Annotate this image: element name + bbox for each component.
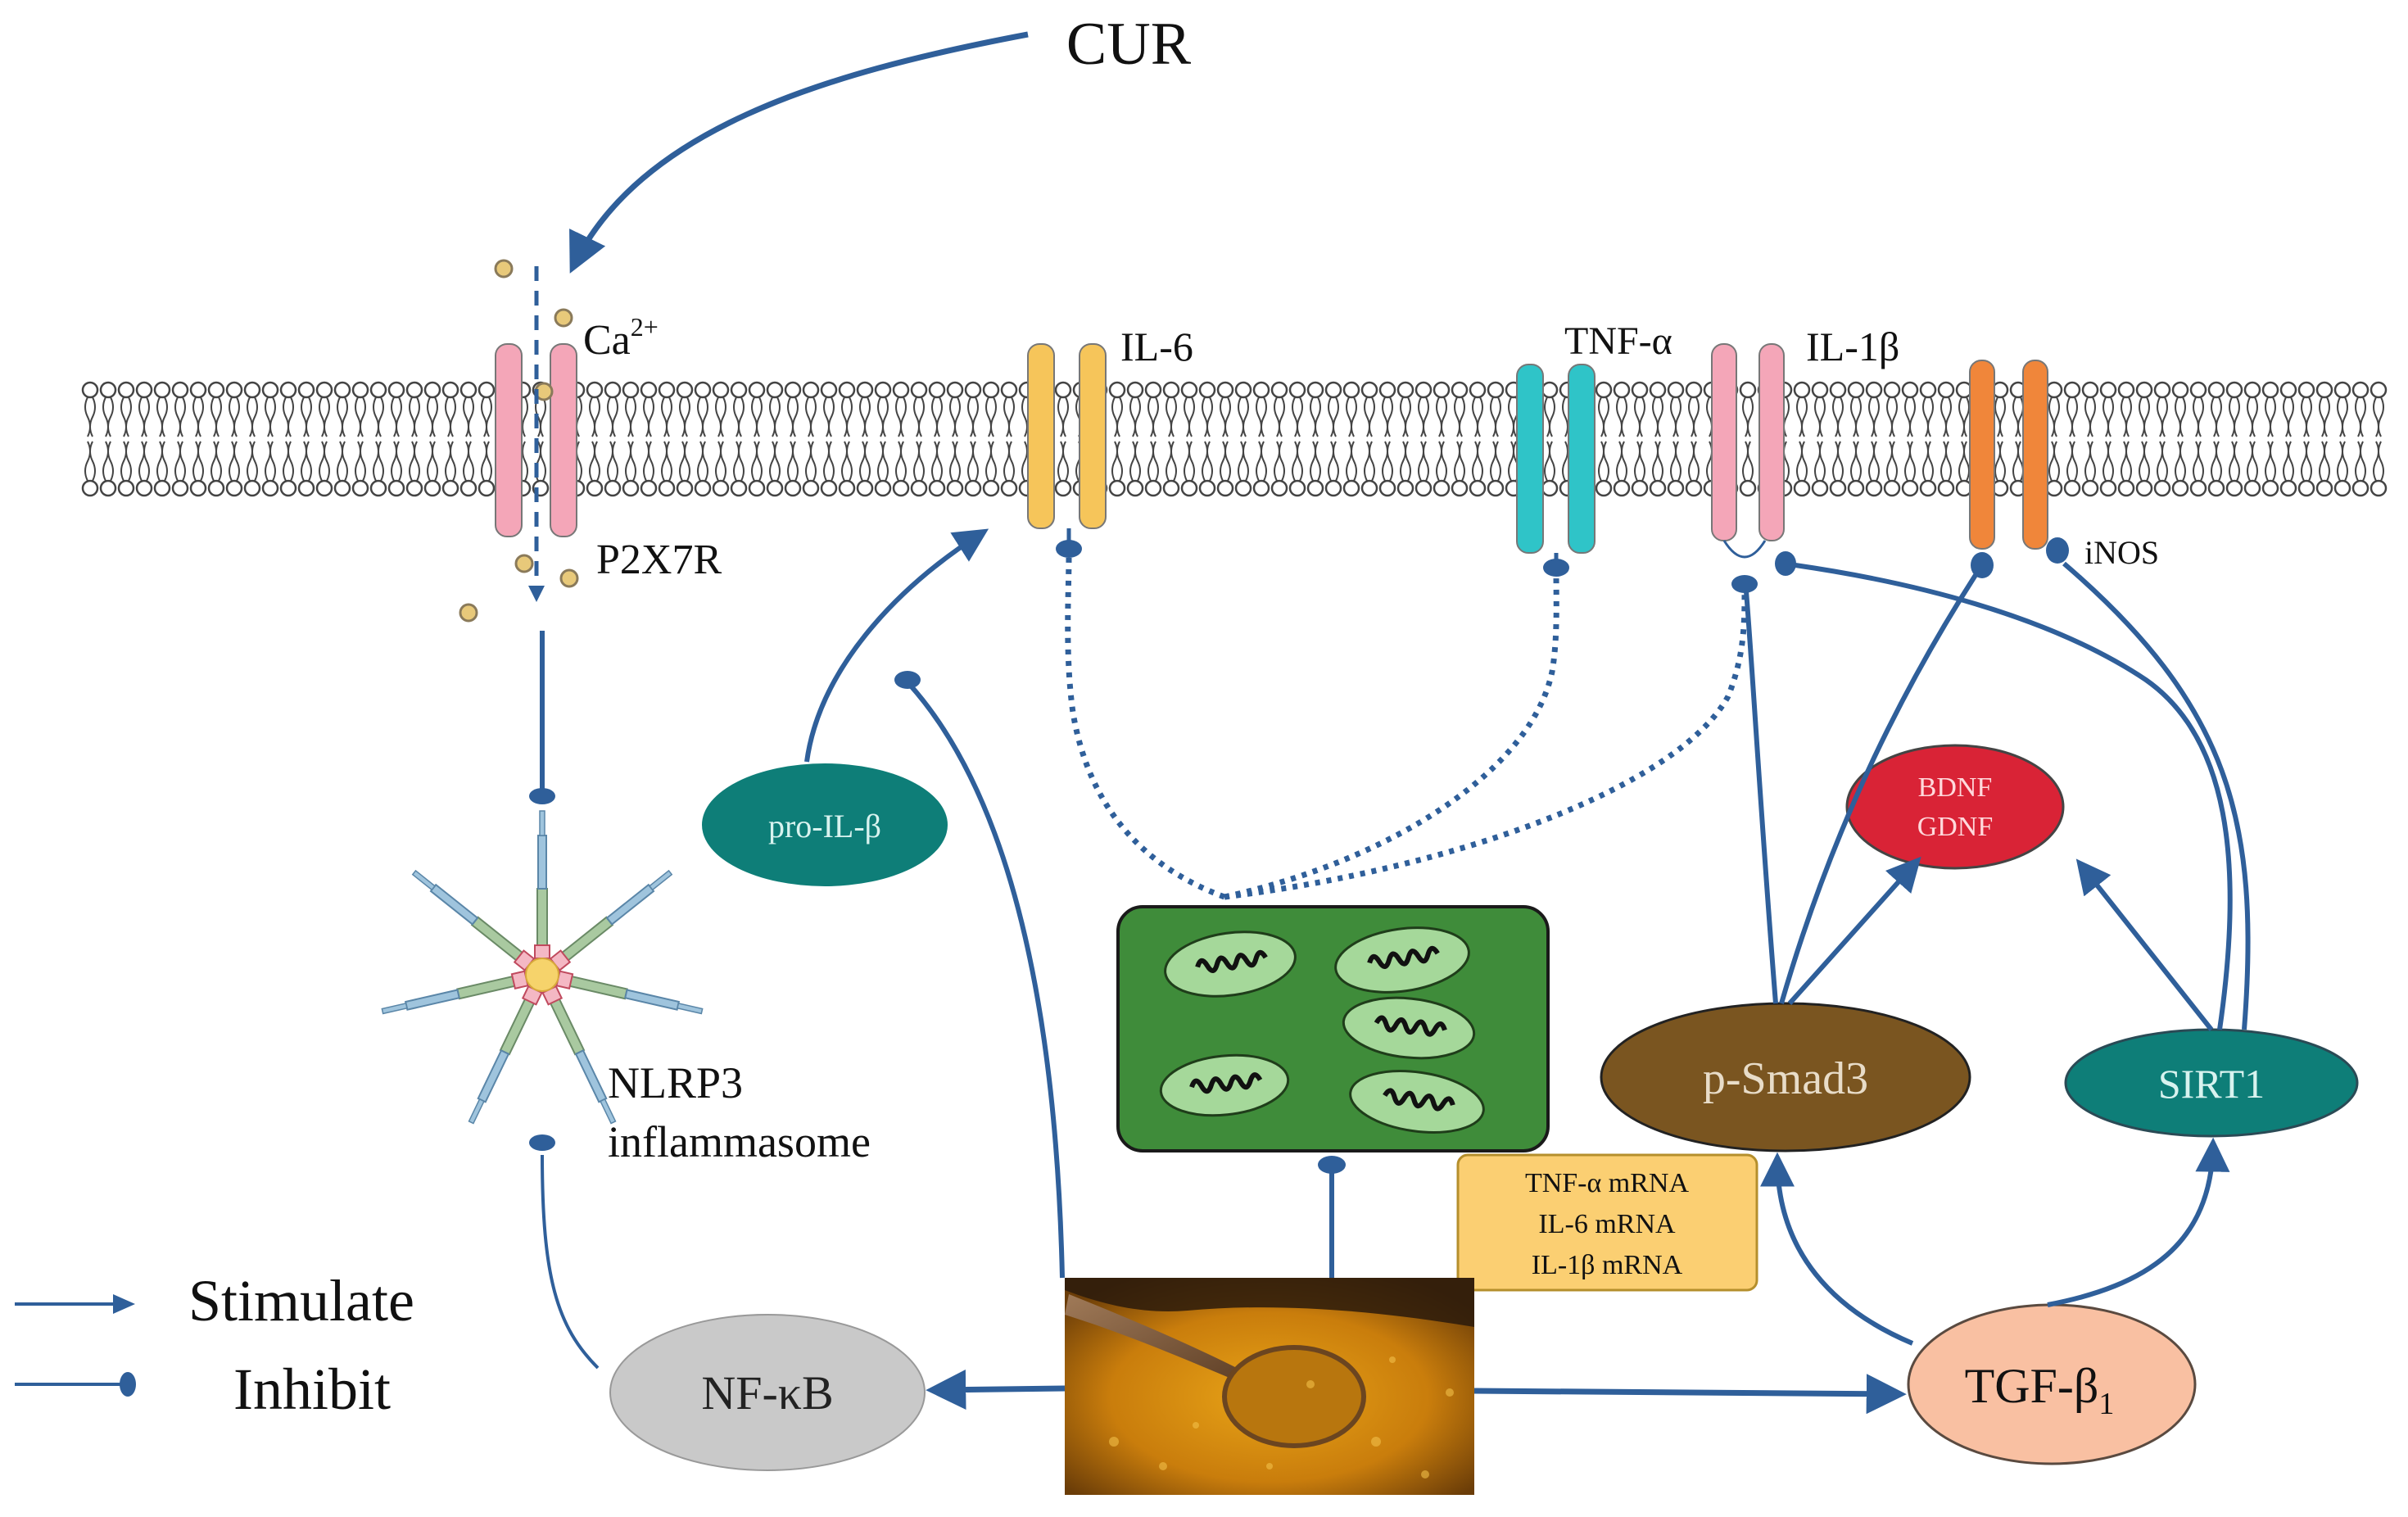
curcumin-to-nfkb-arrow xyxy=(926,1370,1066,1411)
stimulate-legend-arrow xyxy=(113,1294,135,1314)
turmeric-image xyxy=(1065,1278,1474,1495)
psmad3-arrows xyxy=(1744,573,1978,1006)
mitochondrion xyxy=(1159,1053,1290,1117)
mitochondrion xyxy=(1349,1070,1485,1134)
legend: Stimulate Inhibit xyxy=(15,1268,414,1422)
tgf-arrows xyxy=(1760,1137,2230,1346)
mrna-box xyxy=(1456,1153,1758,1292)
tnfa-label: TNF-α xyxy=(1564,319,1672,363)
curcumin-to-pro-il-inhibit xyxy=(907,682,1065,1279)
psmad3-node xyxy=(1600,1002,1971,1152)
sirt1-label: SIRT1 xyxy=(2158,1061,2265,1107)
mrna-line-3: IL-1β mRNA xyxy=(1532,1250,1683,1280)
il1b-label: IL-1β xyxy=(1806,324,1899,369)
nlrp3-inflammasome-graphic xyxy=(381,810,704,1125)
mitochondrion xyxy=(1342,996,1476,1060)
tnfa-receptor xyxy=(1516,364,1596,554)
legend-stimulate: Stimulate xyxy=(188,1268,414,1334)
cur-to-p2x7r-arrow xyxy=(569,31,1029,274)
il1b-receptor xyxy=(1711,343,1785,541)
mitochondria xyxy=(1159,926,1485,1134)
legend-inhibit: Inhibit xyxy=(233,1356,391,1422)
mitochondria-dotted-links xyxy=(1065,556,1748,900)
mitochondrion xyxy=(1334,926,1470,994)
gdnf-label: GDNF xyxy=(1917,812,1994,842)
p2x7r-receptor xyxy=(495,343,577,537)
nfkb-to-nlrp3-inhibit xyxy=(541,1154,600,1370)
nlrp3-label-line1: NLRP3 xyxy=(608,1058,743,1107)
inhibit-legend-marker xyxy=(120,1372,136,1397)
nfkb-label: NF-κB xyxy=(701,1366,833,1420)
pro-il-to-il6-arrow xyxy=(804,528,989,763)
curcumin-to-mitochondria-inhibit xyxy=(1318,1156,1346,1174)
tgf-label: TGF-β1 xyxy=(1965,1359,2115,1421)
curcumin-to-tgf-arrow xyxy=(1473,1374,1907,1415)
calcium-label: Ca2+ xyxy=(583,312,659,364)
inos-receptor xyxy=(1969,360,2048,550)
mitochondrion xyxy=(1164,931,1297,998)
inos-label: iNOS xyxy=(2084,534,2159,571)
il6-label: IL-6 xyxy=(1120,324,1193,369)
cur-label: CUR xyxy=(1066,11,1192,78)
nfkb-node xyxy=(609,1314,926,1471)
bdnf-label: BDNF xyxy=(1918,772,1993,803)
mrna-line-1: TNF-α mRNA xyxy=(1525,1168,1690,1198)
p2x7r-label: P2X7R xyxy=(596,537,722,583)
pro-il-label: pro-IL-β xyxy=(768,808,881,845)
pro-il-node xyxy=(702,763,948,886)
membrane-receptors xyxy=(495,343,2048,565)
mrna-line-2: IL-6 mRNA xyxy=(1538,1209,1676,1239)
sirt1-arrows xyxy=(1795,561,2251,1031)
il6-receptor xyxy=(1027,343,1107,529)
psmad3-label: p-Smad3 xyxy=(1703,1053,1868,1104)
bdnf-gdnf-node xyxy=(1845,744,2065,870)
calcium-ions xyxy=(459,259,579,623)
nlrp3-label-line2: inflammasome xyxy=(608,1117,871,1166)
